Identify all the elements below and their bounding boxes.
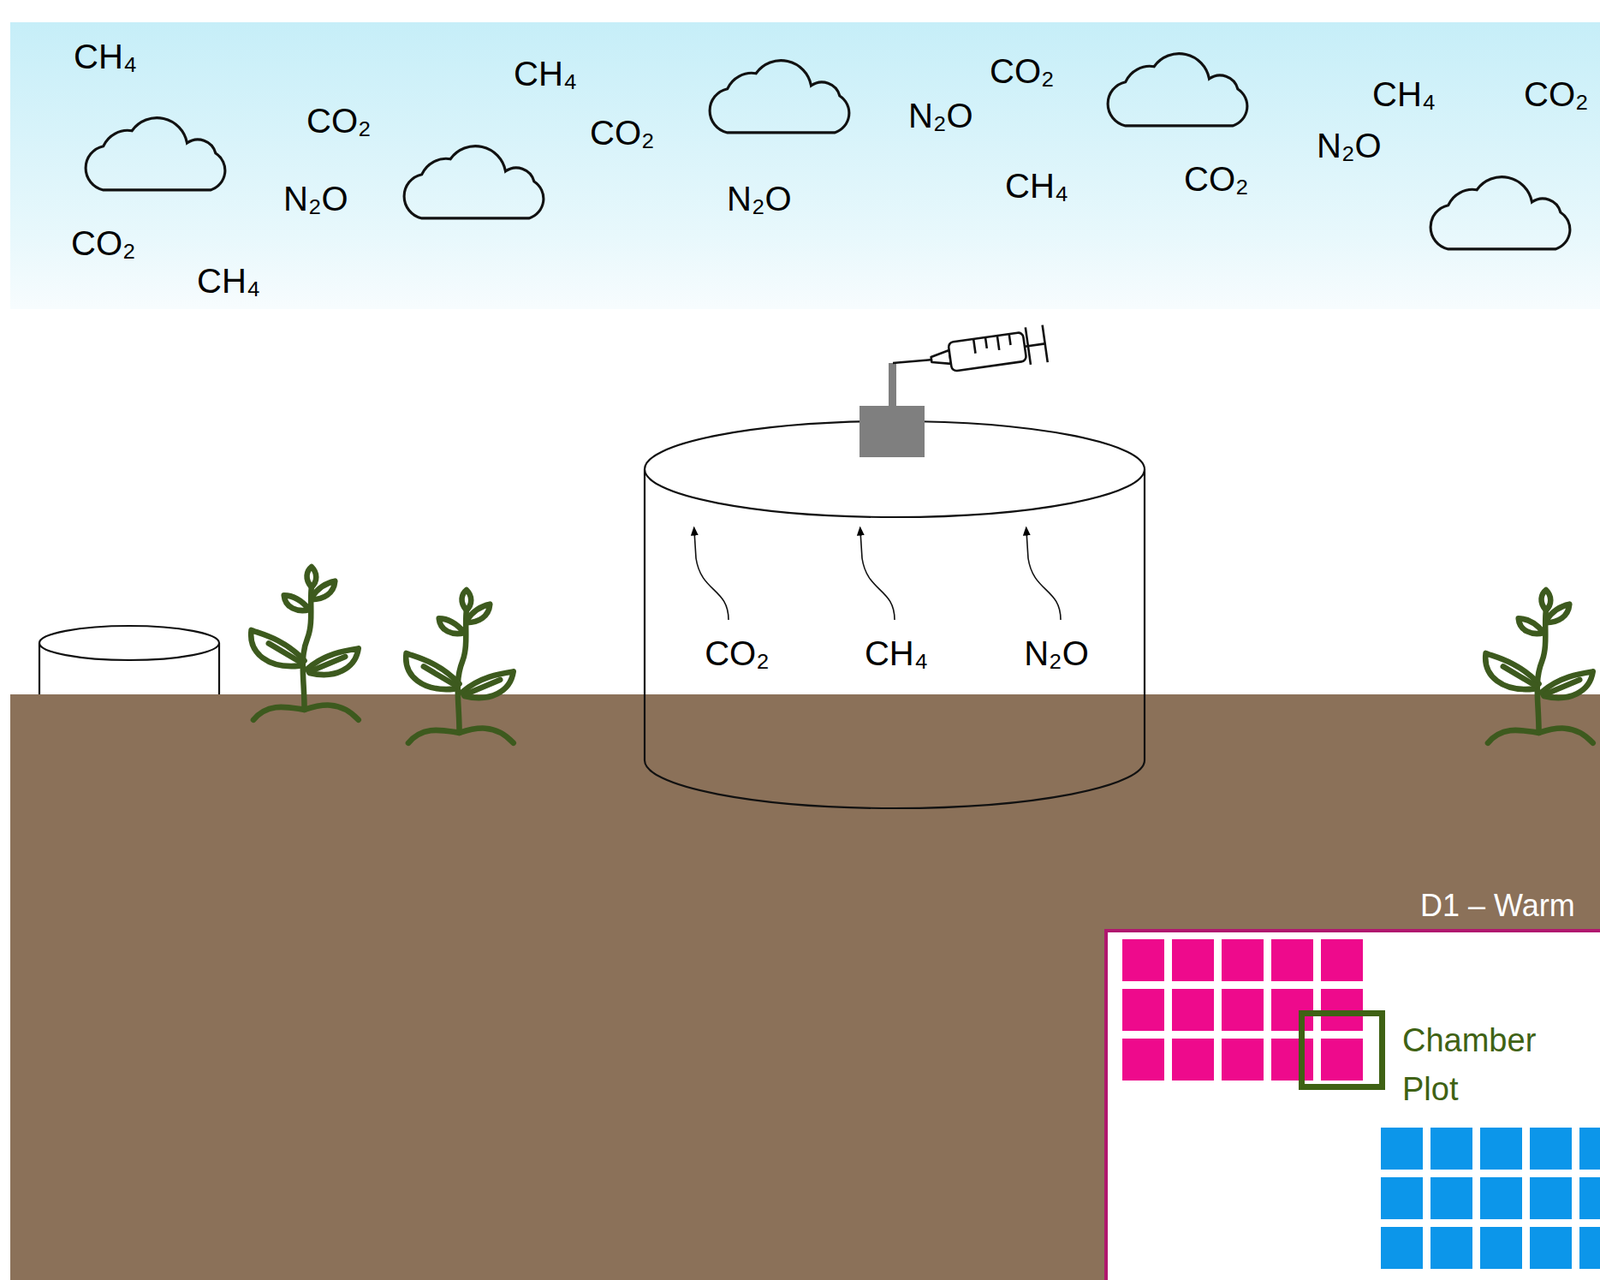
- gas-label: CO₂: [1183, 159, 1250, 199]
- gas-label: CH₄: [1372, 74, 1436, 114]
- plant-icons: [250, 566, 1594, 744]
- gas-label: N₂O: [1023, 633, 1089, 673]
- flux-chamber: CO₂ CH₄ N₂O: [644, 421, 1145, 809]
- collar-ring: [39, 625, 220, 695]
- plot-layout-inset: D1 – WarmChamber Plot: [1104, 928, 1600, 1280]
- gas-label: CO₂: [306, 101, 372, 141]
- chamber-plot-box: Chamber Plot: [1298, 1010, 1386, 1090]
- chamber-outline: [644, 421, 1145, 809]
- syringe-sampler: [888, 325, 1048, 408]
- inset-title: D1 – Warm: [1420, 887, 1576, 923]
- gas-label: N₂O: [726, 178, 792, 219]
- chamber-plot-label: Chamber Plot: [1402, 1016, 1553, 1114]
- cloud-group: [85, 53, 1571, 250]
- gas-label: CH₄: [864, 633, 928, 673]
- gas-label: CO₂: [71, 223, 137, 263]
- gas-label: CH₄: [513, 53, 577, 94]
- gas-label: CH₄: [196, 261, 261, 301]
- gas-label: N₂O: [1316, 125, 1382, 166]
- gas-label: CO₂: [1523, 74, 1589, 114]
- plot-grid: [1107, 932, 1600, 1280]
- gas-label: CO₂: [589, 113, 655, 153]
- gas-label: CH₄: [73, 36, 137, 77]
- gas-label: CH₄: [1005, 166, 1069, 206]
- gas-label: CO₂: [704, 633, 770, 673]
- sky-band: [10, 22, 1600, 310]
- gas-label: N₂O: [908, 95, 974, 136]
- gas-label: N₂O: [283, 178, 349, 219]
- gas-label: CO₂: [989, 51, 1055, 91]
